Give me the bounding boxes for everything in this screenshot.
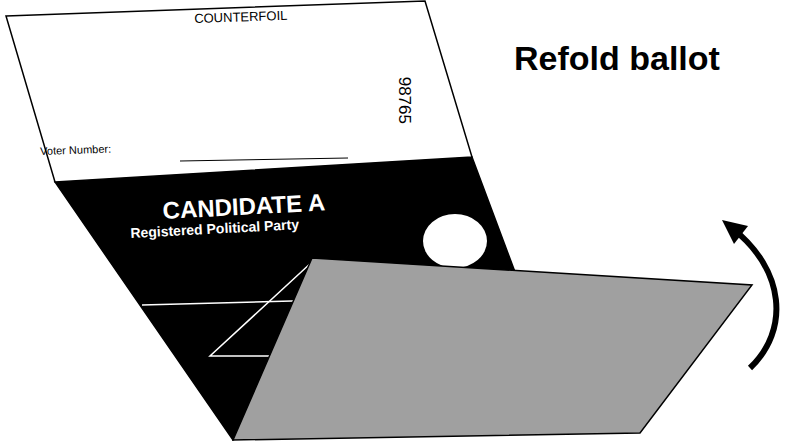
counterfoil-sheet (6, 1, 472, 182)
counterfoil-heading: COUNTERFOIL (194, 9, 288, 27)
refold-arrow (732, 228, 776, 368)
write-line (180, 158, 348, 161)
folded-flap (233, 258, 752, 440)
punch-hole (423, 214, 487, 268)
party-name: Registered Political Party (130, 217, 299, 241)
instruction-label: Refold ballot (514, 40, 720, 77)
voter-number-label: Voter Number: (40, 143, 111, 158)
candidate-band: CANDIDATE ARegistered Political Party (100, 190, 400, 250)
arrow-head (722, 220, 748, 244)
serial-number: 98765 (395, 76, 414, 123)
counterfoil-area: COUNTERFOIL Voter Number: 98765 (6, 0, 472, 182)
